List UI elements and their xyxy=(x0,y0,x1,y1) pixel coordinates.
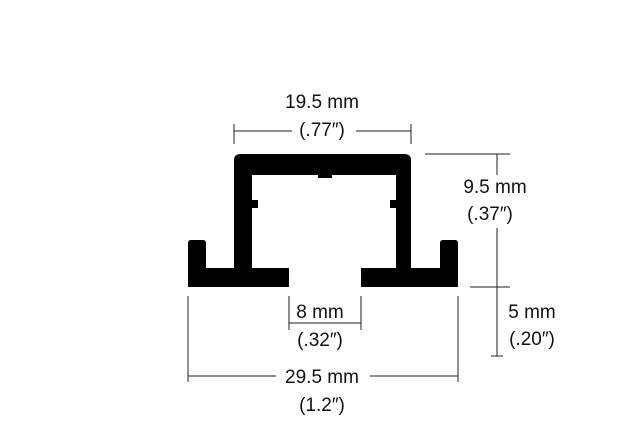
upper-height-metric: 9.5 mm xyxy=(463,177,526,198)
slot-width-metric: 8 mm xyxy=(296,302,344,323)
left-inner-tab xyxy=(252,200,258,208)
top-width-imperial: (.77″) xyxy=(299,120,345,141)
top-width-metric: 19.5 mm xyxy=(285,92,359,113)
slot-width-imperial: (.32″) xyxy=(297,330,343,351)
profile-outline xyxy=(188,154,458,287)
left-channel-opening xyxy=(266,193,276,203)
dimension-top-width: 19.5 mm (.77″) xyxy=(233,92,412,144)
upper-height-imperial: (.37″) xyxy=(467,204,513,225)
dimension-slot-width: 8 mm (.32″) xyxy=(288,296,362,351)
lower-height-imperial: (.20″) xyxy=(509,329,555,350)
left-channel xyxy=(261,177,281,197)
dimension-total-width: 29.5 mm (1.2″) xyxy=(187,296,459,416)
top-notch xyxy=(318,175,332,178)
aluminum-profile xyxy=(188,154,458,287)
right-channel-opening xyxy=(373,193,383,203)
total-width-metric: 29.5 mm xyxy=(285,367,359,388)
total-width-imperial: (1.2″) xyxy=(299,395,345,416)
lower-height-metric: 5 mm xyxy=(508,302,556,323)
right-channel xyxy=(368,177,388,197)
right-inner-tab xyxy=(390,200,396,208)
dimension-right-heights: 9.5 mm (.37″) 5 mm (.20″) xyxy=(425,153,556,357)
